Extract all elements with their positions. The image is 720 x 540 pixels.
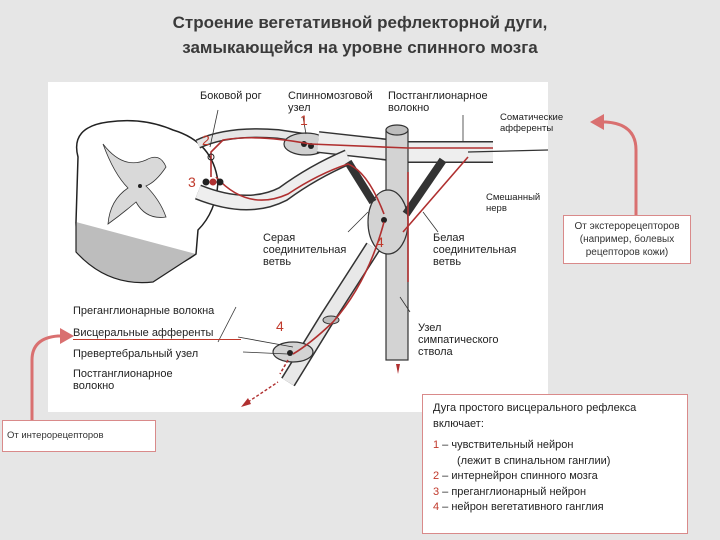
- number-2: 2: [202, 132, 210, 148]
- label-gray-branch: Серая соединительная ветвь: [263, 232, 347, 268]
- interoceptors-box: От интерорецепторов: [2, 420, 156, 452]
- legend-item: 2 – интернейрон спинного мозга: [433, 470, 598, 482]
- label-postganglionic-top: Постганглионарное волокно: [388, 90, 488, 114]
- label-postganglionic-bottom: Постганглионарное волокно: [73, 368, 173, 392]
- intero-arrow: [30, 328, 74, 420]
- leader-lines: [209, 109, 464, 355]
- page-title: Строение вегетативной рефлекторной дуги,…: [60, 10, 660, 60]
- label-prevertebral-node: Превертебральный узел: [73, 348, 199, 360]
- horn-neurons: [202, 153, 224, 186]
- mixed-nerve: [316, 131, 548, 163]
- legend-item: 4 – нейрон вегетативного ганглия: [433, 501, 604, 513]
- extero-arrow: [590, 114, 638, 215]
- legend-heading: Дуга простого висцерального рефлекса вкл…: [433, 402, 637, 430]
- legend-item: (лежит в спинальном ганглии): [457, 454, 611, 467]
- white-ramus: [402, 157, 447, 217]
- label-visceral-afferents: Висцеральные афференты: [73, 327, 241, 340]
- number-4-trunk: 4: [376, 234, 384, 250]
- arrow-down-icon: [396, 364, 400, 374]
- label-mixed-nerve: Смешанный нерв: [486, 192, 541, 214]
- number-4-prevertebral: 4: [276, 318, 284, 334]
- label-white-branch: Белая соединительная ветвь: [433, 232, 517, 268]
- label-preganglionic-fibers: Преганглионарные волокна: [73, 305, 215, 317]
- reflex-pathway: [210, 136, 493, 375]
- legend-item: 3 – преганглионарный нейрон: [433, 485, 587, 498]
- label-sympathetic-trunk-node: Узел симпатического ствола: [418, 322, 499, 358]
- arrow-left-icon: [241, 398, 251, 407]
- label-somatic-afferents: Соматические афференты: [500, 112, 564, 134]
- legend-box: Дуга простого висцерального рефлекса вкл…: [422, 394, 688, 534]
- gray-ramus: [344, 159, 377, 205]
- label-lateral-horn: Боковой рог: [200, 90, 262, 102]
- title-line-2: замыкающейся на уровне спинного мозга: [182, 38, 538, 57]
- sympathetic-trunk: [367, 124, 409, 361]
- legend-item: 1 – чувствительный нейрон: [433, 439, 574, 451]
- spinal-cord: [75, 119, 219, 284]
- title-line-1: Строение вегетативной рефлекторной дуги,: [172, 13, 548, 32]
- reflex-arc-drawing: [75, 109, 548, 407]
- number-3: 3: [188, 174, 196, 190]
- reflex-arc-figure: Боковой рог Спинномозговой узел Постганг…: [48, 82, 563, 412]
- ventral-root: [195, 149, 352, 211]
- splanchnic-nerve: [272, 242, 380, 387]
- label-spinal-ganglion: Спинномозговой узел: [288, 90, 373, 114]
- exteroceptors-box: От экстерорецепторов (например, болевых …: [563, 215, 691, 264]
- number-1: 1: [300, 112, 308, 128]
